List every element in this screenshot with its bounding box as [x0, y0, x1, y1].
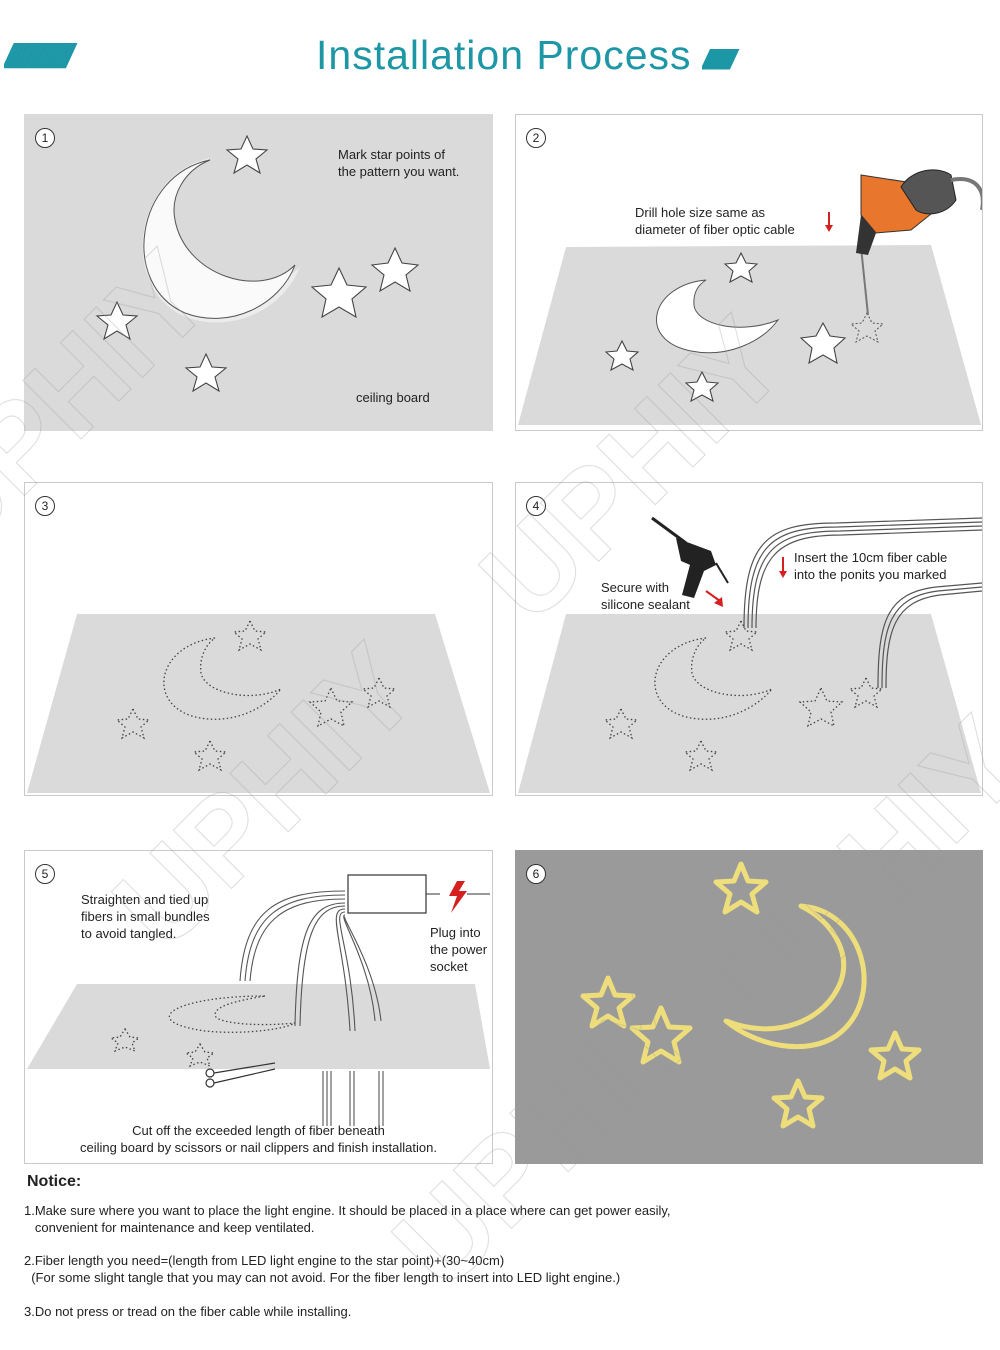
step-1-illustration: [95, 134, 420, 393]
step-4-right-instruction-line-1: Insert the 10cm fiber cable: [794, 550, 948, 565]
notice-title: Notice:: [27, 1173, 82, 1190]
step-3-illustration: [27, 614, 490, 793]
step-5-bottom-instruction-line-2: ceiling board by scissors or nail clippe…: [80, 1140, 437, 1155]
step-5-right-instruction-line-2: the power: [430, 942, 488, 957]
step-4-illustration: [518, 516, 982, 793]
step-2-number: 2: [526, 128, 546, 148]
notice-line-2-cont: (For some slight tangle that you may can…: [24, 1270, 621, 1285]
notice-line-3: 3.Do not press or tread on the fiber cab…: [24, 1304, 352, 1319]
step-1-panel: 1 Mark star points of the pattern you wa…: [24, 114, 493, 431]
step-4-right-instruction-line-2: into the ponits you marked: [794, 567, 947, 582]
ceiling-board-label: ceiling board: [356, 390, 430, 405]
step-6-panel: 6: [515, 850, 983, 1164]
decorative-slashes-left: //////////////////////////: [4, 38, 75, 76]
step-1-instruction: Mark star points of the pattern you want…: [338, 146, 459, 180]
step-2-instruction-line-1: Drill hole size same as: [635, 205, 766, 220]
step-5-left-instruction-line-2: fibers in small bundles: [81, 909, 210, 924]
step-4-left-instruction-line-2: silicone sealant: [601, 597, 690, 612]
page-title: Installation Process: [316, 32, 692, 78]
notice-line-2: 2.Fiber length you need=(length from LED…: [24, 1253, 505, 1268]
step-1-instruction-line-2: the pattern you want.: [338, 164, 460, 179]
notice-line-1-cont: convenient for maintenance and keep vent…: [24, 1220, 315, 1235]
step-4-number: 4: [526, 496, 546, 516]
step-6-number: 6: [526, 864, 546, 884]
step-5-left-instruction: Straighten and tied up fibers in small b…: [81, 891, 210, 942]
step-5-bottom-instruction: Cut off the exceeded length of fiber ben…: [25, 1122, 492, 1156]
step-5-illustration: [27, 874, 490, 1126]
step-6-illustration: [580, 861, 922, 1129]
step-5-right-instruction: Plug into the power socket: [430, 924, 487, 975]
page-header: ////////////////////////// Installation …: [0, 30, 1000, 80]
step-2-instruction-line-2: diameter of fiber optic cable: [635, 222, 795, 237]
step-2-instruction: Drill hole size same as diameter of fibe…: [635, 204, 795, 238]
step-2-illustration: [518, 169, 982, 425]
step-4-left-instruction-line-1: Secure with: [601, 580, 669, 595]
step-5-right-instruction-line-3: socket: [430, 959, 468, 974]
decorative-slashes-right: ////////////////////////////////////: [702, 44, 737, 75]
step-2-panel: 2 Drill hole size same as diameter of fi…: [515, 114, 983, 431]
step-5-left-instruction-line-1: Straighten and tied up: [81, 892, 209, 907]
step-3-panel: 3: [24, 482, 493, 796]
notice-line-1: 1.Make sure where you want to place the …: [24, 1203, 671, 1218]
step-4-panel: 4 Secure with silicone sealant Insert th…: [515, 482, 983, 796]
step-5-panel: 5 Straighten and tied up fibers in small…: [24, 850, 493, 1164]
step-5-right-instruction-line-1: Plug into: [430, 925, 481, 940]
step-5-left-instruction-line-3: to avoid tangled.: [81, 926, 177, 941]
step-4-right-instruction: Insert the 10cm fiber cable into the pon…: [794, 549, 947, 583]
step-4-left-instruction: Secure with silicone sealant: [601, 579, 690, 613]
step-1-number: 1: [35, 128, 55, 148]
step-1-instruction-line-1: Mark star points of: [338, 147, 445, 162]
step-5-bottom-instruction-line-1: Cut off the exceeded length of fiber ben…: [132, 1123, 385, 1138]
step-5-number: 5: [35, 864, 55, 884]
step-3-number: 3: [35, 496, 55, 516]
